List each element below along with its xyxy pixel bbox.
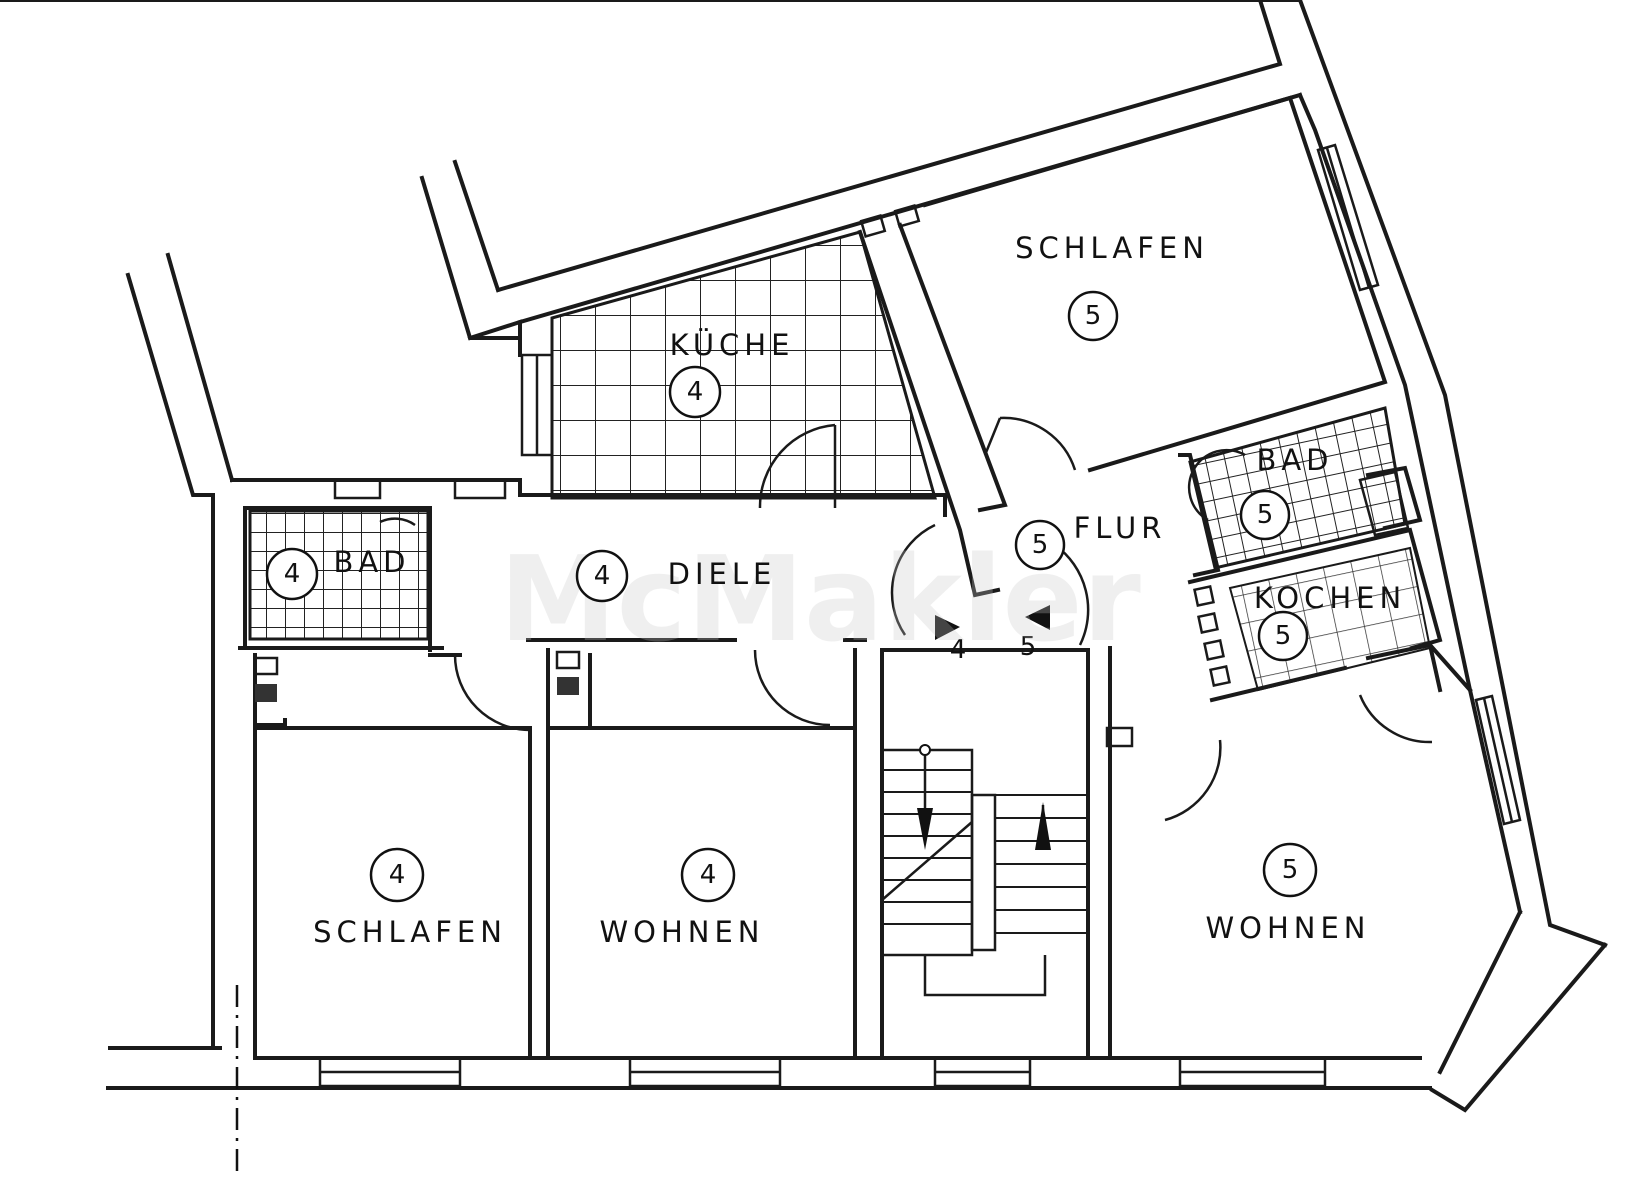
room-label-schlafen-4: SCHLAFEN (313, 915, 507, 949)
staircase (880, 744, 1088, 997)
room-unit-bad-4: 4 (284, 559, 301, 589)
room-unit-flur-5: 5 (1032, 530, 1049, 560)
room-unit-schlafen-5: 5 (1085, 301, 1102, 331)
room-unit-wohnen-4: 4 (700, 860, 717, 890)
kochen-tiles (1228, 546, 1432, 692)
entrance-arrows: 4 5 (935, 605, 1050, 665)
room-label-wohnen-5: WOHNEN (1205, 911, 1370, 945)
entrance-5-arrow-icon (1025, 605, 1050, 630)
room-label-kochen-5: KOCHEN (1254, 581, 1406, 615)
room-label-bad-5: BAD (1256, 443, 1333, 477)
room-label-schlafen-5: SCHLAFEN (1015, 231, 1209, 265)
room-labels: SCHLAFEN 5 KÜCHE 4 BAD 5 FLUR 5 KOCHEN 5… (265, 231, 1406, 949)
room-unit-kueche-4: 4 (687, 377, 704, 407)
walls (0, 0, 1608, 1175)
room-unit-diele-4: 4 (594, 561, 611, 591)
room-unit-wohnen-5: 5 (1282, 855, 1299, 885)
room-label-wohnen-4: WOHNEN (599, 915, 764, 949)
kochen-flues (1193, 585, 1231, 687)
room-unit-schlafen-4: 4 (389, 860, 406, 890)
stairs-down-arrow-icon (917, 808, 933, 850)
room-label-bad-4: BAD (333, 545, 410, 579)
doors (379, 416, 1433, 822)
room-label-flur-5: FLUR (1074, 511, 1167, 545)
entrance-5-label: 5 (1020, 632, 1037, 662)
room-unit-kochen-5: 5 (1275, 621, 1292, 651)
stairs-up-arrow-icon (1035, 802, 1051, 850)
entrance-4-label: 4 (950, 635, 967, 665)
room-label-kueche-4: KÜCHE (670, 328, 795, 362)
room-unit-bad-5: 5 (1257, 500, 1274, 530)
room-label-diele-4: DIELE (668, 557, 777, 591)
entrance-4-arrow-icon (935, 615, 960, 640)
kitchen-tiles (550, 230, 937, 500)
